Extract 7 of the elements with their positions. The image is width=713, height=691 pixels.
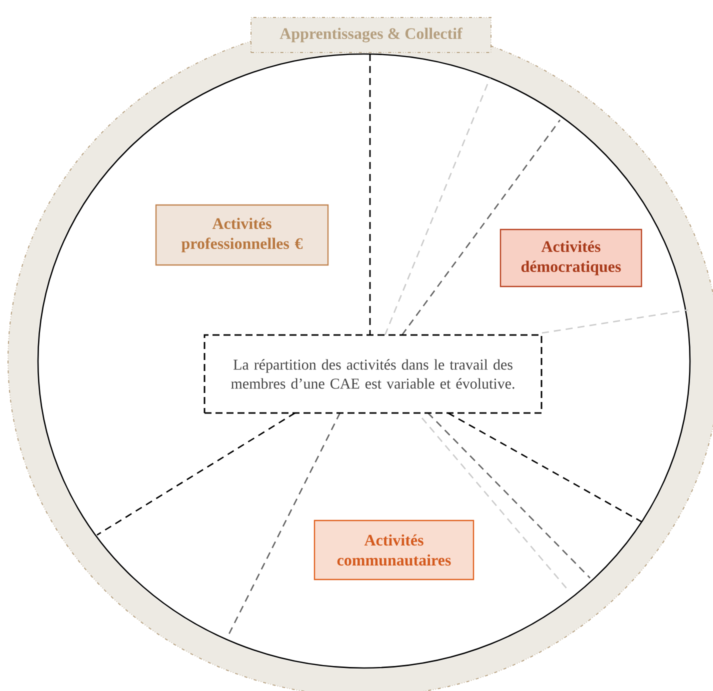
- note-box: La répartition des activités dans le travail des membres d’une CAE est variable et évolutive.: [204, 334, 542, 414]
- inner-circle: [37, 53, 691, 669]
- activity-box: Activités démocratiques: [500, 228, 642, 288]
- activity-box: Activités communautaires: [314, 520, 474, 580]
- ring-band: [8, 17, 713, 691]
- heading-tab: Apprentissages & Collectif: [250, 17, 492, 53]
- activity-box: Activités professionnelles €: [155, 204, 329, 266]
